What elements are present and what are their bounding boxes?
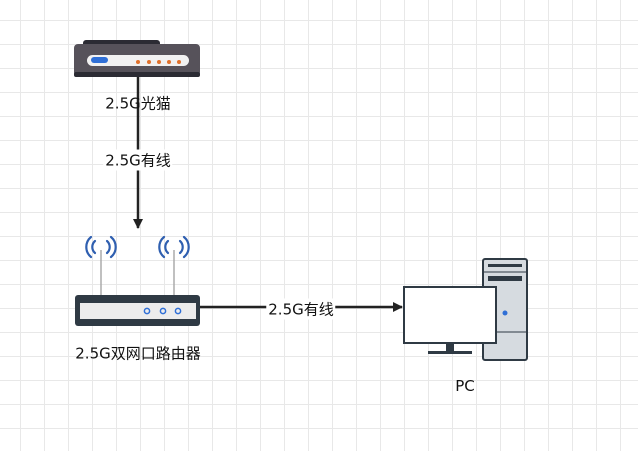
router-icon[interactable] [75,235,200,326]
pc-label: PC [455,377,475,395]
pc-icon[interactable] [403,258,528,361]
edge-label-router-pc: 2.5G有线 [266,298,336,320]
edge-label-modem-router: 2.5G有线 [103,149,173,171]
router-label: 2.5G双网口路由器 [75,344,201,363]
wifi-signal-icon [85,235,190,259]
modem-icon[interactable] [74,40,200,77]
modem-label: 2.5G光猫 [105,94,171,113]
